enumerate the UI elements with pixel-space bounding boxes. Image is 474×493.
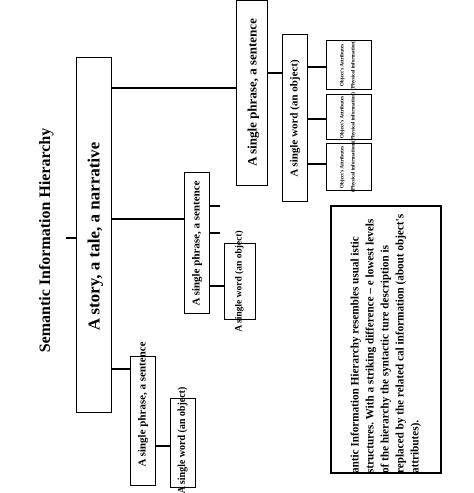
attribute-3-detail: (Physical information) [350, 142, 357, 192]
connector-attr-1 [308, 66, 326, 68]
root-tick [66, 237, 76, 239]
connector-phrase-1-word-1 [156, 445, 170, 447]
phrase-node-2-tick-b [210, 205, 220, 207]
connector-root-phrase-3 [112, 87, 236, 89]
phrase-node-2 [184, 172, 210, 314]
connector-attr-2 [308, 118, 326, 120]
attribute-box-3-text: Object's Attributes (Physical informatio… [339, 142, 358, 192]
phrase-node-1 [130, 356, 156, 486]
word-node-1-label: A single word (an object) [177, 386, 188, 493]
word-node-2-label-1: A single word (an object) [234, 230, 245, 332]
attribute-2-title: Object's Attributes [339, 95, 346, 139]
attribute-box-2-text: Object's Attributes (Physical informatio… [339, 92, 358, 142]
root-node-label: A story, a tale, a narrative [84, 141, 104, 331]
connector-root-phrase-2 [112, 218, 184, 220]
phrase-node-2-label: A single phrase, a sentence [190, 180, 203, 306]
attribute-1-detail: (Physical information) [350, 40, 357, 90]
phrase-node-1-label: A single phrase, a sentence [136, 341, 149, 467]
attribute-1-title: Object's Attributes [339, 43, 346, 87]
word-node-3-label: A single word (an object) [288, 59, 301, 177]
attribute-2-detail: (Physical information) [350, 92, 357, 142]
attribute-box-1-text: Object's Attributes (Physical informatio… [339, 40, 358, 90]
phrase-node-2-tick-c [210, 232, 220, 234]
attribute-box-1 [326, 40, 372, 90]
attribute-3-title: Object's Attributes [339, 145, 346, 189]
note-box: antic Information Hierarchy resembles us… [330, 205, 442, 474]
phrase-node-3-label: A single phrase, a sentence [244, 18, 260, 166]
connector-attr-3 [308, 163, 326, 165]
attribute-box-2 [326, 94, 372, 140]
connector-phrase-3-word-3 [268, 72, 282, 74]
word-node-2 [224, 243, 256, 320]
attribute-box-3 [326, 143, 372, 191]
connector-root-phrase-1 [112, 368, 130, 370]
connector-phrase-2-word-2 [210, 285, 224, 287]
diagram-title: Semantic Information Hierarchy [37, 127, 54, 353]
word-node-3 [282, 34, 308, 202]
phrase-node-3 [236, 0, 268, 186]
note-text: antic Information Hierarchy resembles us… [349, 213, 422, 473]
root-node [76, 57, 112, 413]
